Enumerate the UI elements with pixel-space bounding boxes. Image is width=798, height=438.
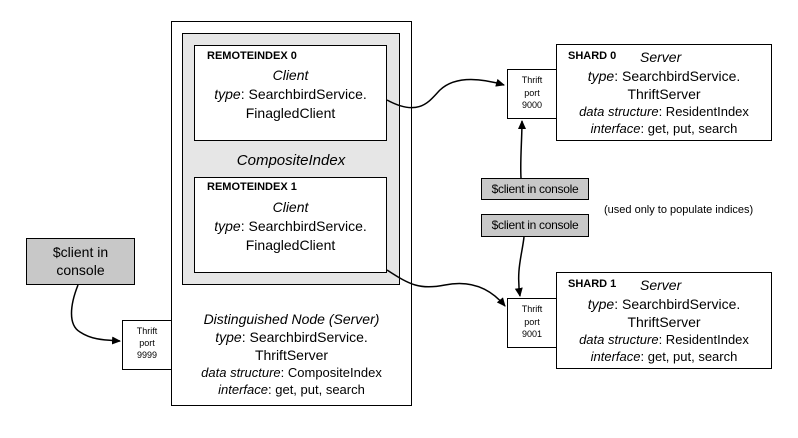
composite-index-label: CompositeIndex bbox=[236, 152, 346, 169]
shard-0-iface-val: : get, put, search bbox=[640, 121, 738, 136]
shard-1-ds-line: data structure: ResidentIndex bbox=[556, 331, 772, 349]
remote-index-1-role: Client bbox=[272, 199, 309, 215]
wire-tag-bottom-to-port-9001 bbox=[514, 236, 525, 297]
port-9000-box bbox=[507, 69, 557, 119]
shard-1-iface-key: interface bbox=[590, 349, 641, 364]
port-9000-line2: port bbox=[524, 88, 540, 98]
shard-1-name: SHARD 1 bbox=[568, 278, 617, 290]
shard-0-type-val-2: ThriftServer bbox=[627, 86, 701, 102]
port-9000-line1: Thrift bbox=[521, 75, 543, 85]
distinguished-node-iface-val: : get, put, search bbox=[268, 382, 365, 397]
remote-index-0-box bbox=[194, 45, 387, 141]
console-box-line2: console bbox=[56, 262, 105, 278]
port-9999-box bbox=[122, 320, 172, 370]
wire-console-to-port-9999 bbox=[70, 284, 121, 345]
distinguished-node-title: Distinguished Node (Server) bbox=[203, 311, 380, 327]
remote-index-1-name: REMOTEINDEX 1 bbox=[207, 181, 297, 193]
console-tag-bottom-label: $client in console bbox=[491, 218, 579, 232]
shard-0-iface-line: interface: get, put, search bbox=[556, 120, 772, 138]
remote-index-1-type-val-1: : SearchbirdService. bbox=[240, 218, 367, 234]
remote-index-0-type-val-1: : SearchbirdService. bbox=[240, 86, 367, 102]
wire-remote-0-to-port-9000 bbox=[386, 78, 505, 109]
shard-0-type-line: type: SearchbirdService. bbox=[556, 67, 772, 85]
distinguished-node-type-line: type: SearchbirdService. bbox=[171, 328, 412, 346]
port-9999-line1: Thrift bbox=[136, 326, 158, 336]
remote-index-0-name: REMOTEINDEX 0 bbox=[207, 50, 297, 62]
console-box bbox=[26, 238, 135, 285]
console-tag-bottom-box bbox=[481, 214, 589, 237]
console-box-line1: $client in bbox=[52, 244, 109, 260]
shard-0-name: SHARD 0 bbox=[568, 50, 617, 62]
remote-index-0-type-val-2: FinagledClient bbox=[245, 105, 336, 121]
distinguished-node-ds-key: data structure bbox=[201, 365, 281, 380]
shard-1-iface-line: interface: get, put, search bbox=[556, 348, 772, 366]
shard-1-type-val-1: : SearchbirdService. bbox=[614, 296, 741, 312]
distinguished-node-type-val-2: ThriftServer bbox=[254, 347, 329, 363]
shard-1-type-val-2: ThriftServer bbox=[627, 314, 701, 330]
port-9999-line2: port bbox=[139, 338, 155, 348]
shard-0-iface-key: interface bbox=[590, 121, 641, 136]
shard-1-type-line: type: SearchbirdService. bbox=[556, 295, 772, 313]
port-9001-box bbox=[507, 298, 557, 348]
distinguished-node-type-key: type bbox=[215, 329, 242, 345]
shard-0-ds-val: : ResidentIndex bbox=[658, 104, 749, 119]
distinguished-node-iface-line: interface: get, put, search bbox=[171, 381, 412, 399]
remote-index-0-role: Client bbox=[272, 67, 309, 83]
distinguished-node-ds-line: data structure: CompositeIndex bbox=[171, 364, 412, 382]
shard-1-role: Server bbox=[640, 277, 682, 293]
remote-index-1-type-key: type bbox=[214, 218, 241, 234]
console-tag-top-label: $client in console bbox=[491, 182, 579, 196]
shard-0-ds-key: data structure bbox=[579, 104, 659, 119]
shard-0-box bbox=[556, 44, 772, 141]
remote-index-0-type-line: type: SearchbirdService. bbox=[194, 85, 387, 103]
port-9001-line1: Thrift bbox=[521, 304, 543, 314]
remote-index-1-type-line: type: SearchbirdService. bbox=[194, 217, 387, 235]
remote-index-0-type-key: type bbox=[214, 86, 241, 102]
remote-index-1-type-val-2: FinagledClient bbox=[245, 237, 336, 253]
shard-1-box bbox=[556, 272, 772, 369]
port-9999-line3: 9999 bbox=[136, 350, 158, 360]
distinguished-node-type-val-1: : SearchbirdService. bbox=[241, 329, 368, 345]
shard-0-type-val-1: : SearchbirdService. bbox=[614, 68, 741, 84]
shard-0-ds-line: data structure: ResidentIndex bbox=[556, 103, 772, 121]
shard-0-type-key: type bbox=[587, 68, 615, 84]
distinguished-node-iface-key: interface bbox=[218, 382, 269, 397]
shard-1-ds-key: data structure bbox=[579, 332, 659, 347]
port-9000-line3: 9000 bbox=[521, 100, 543, 110]
shard-0-role: Server bbox=[640, 49, 682, 65]
wire-tag-top-to-port-9000 bbox=[517, 120, 526, 179]
port-9001-line3: 9001 bbox=[521, 329, 543, 339]
shard-1-type-key: type bbox=[587, 296, 615, 312]
shard-1-iface-val: : get, put, search bbox=[640, 349, 738, 364]
distinguished-node-ds-val: : CompositeIndex bbox=[280, 365, 382, 380]
remote-index-1-box bbox=[194, 177, 387, 273]
port-9001-line2: port bbox=[524, 317, 540, 327]
shard-1-ds-val: : ResidentIndex bbox=[658, 332, 749, 347]
wire-remote-1-to-port-9001 bbox=[386, 269, 506, 307]
populate-note: (used only to populate indices) bbox=[604, 204, 754, 216]
console-tag-top-box bbox=[481, 178, 589, 200]
